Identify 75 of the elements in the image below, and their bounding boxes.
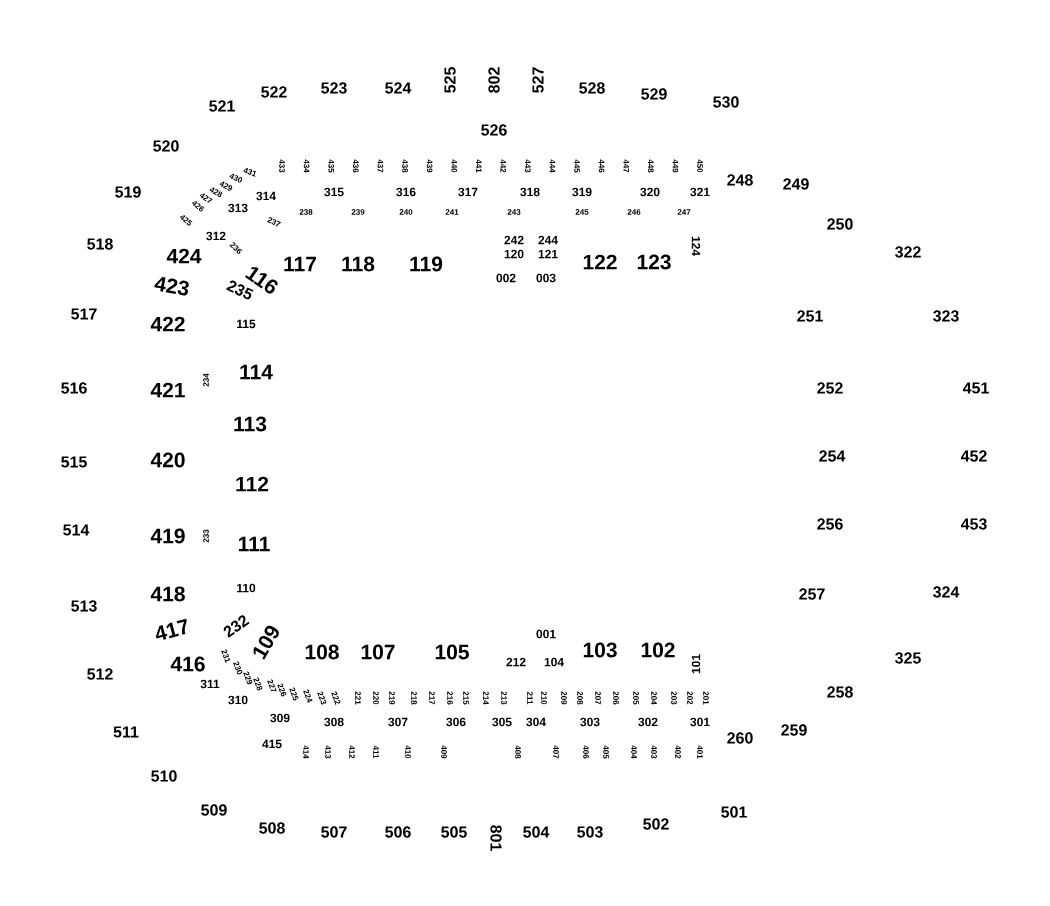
section-number: 323 — [933, 310, 959, 322]
section-number: 530 — [713, 96, 739, 108]
section-number: 515 — [61, 456, 87, 468]
section-number: 250 — [827, 218, 853, 230]
section-number: 418 — [150, 586, 185, 602]
section-number: 520 — [153, 140, 179, 152]
section-number: 254 — [819, 450, 846, 462]
section-number: 512 — [87, 668, 113, 680]
section-number: 257 — [799, 588, 825, 600]
section-number: 419 — [150, 528, 185, 544]
section-number: 259 — [781, 724, 807, 736]
section-number: 105 — [435, 644, 469, 660]
section-number: 453 — [960, 518, 987, 530]
section-number: 505 — [441, 826, 467, 838]
section-number: 506 — [385, 826, 411, 838]
section-number: 118 — [342, 256, 375, 272]
section-number: 420 — [150, 452, 185, 468]
section-number: 529 — [641, 88, 667, 100]
section-number: 102 — [641, 642, 675, 658]
section-number: 256 — [817, 518, 843, 530]
section-number: 107 — [361, 644, 395, 660]
section-number: 451 — [962, 382, 989, 394]
section-number: 249 — [783, 178, 809, 190]
section-number: 516 — [61, 382, 87, 394]
section-number: 113 — [234, 416, 267, 432]
section-number: 519 — [115, 186, 141, 198]
section-number: 523 — [321, 82, 347, 94]
section-number: 528 — [579, 82, 605, 94]
section-number: 123 — [637, 254, 671, 270]
section-number: 526 — [481, 124, 507, 136]
section-number: 524 — [385, 82, 412, 94]
section-number: 502 — [643, 818, 669, 830]
section-number: 103 — [583, 642, 617, 658]
section-number: 114 — [240, 364, 273, 380]
section-number: 509 — [201, 804, 227, 816]
section-number: 511 — [113, 726, 139, 738]
section-number: 522 — [261, 86, 287, 98]
section-number: 513 — [71, 600, 97, 612]
section-number: 324 — [933, 586, 960, 598]
section-number: 421 — [150, 382, 185, 398]
section-number: 501 — [721, 806, 747, 818]
section-number: 251 — [797, 310, 823, 322]
section-number: 518 — [87, 238, 113, 250]
section-number: 503 — [577, 826, 603, 838]
section-number: 112 — [236, 476, 269, 492]
section-number: 232 — [223, 615, 250, 638]
section-number: 514 — [63, 524, 90, 536]
section-number: 108 — [305, 644, 339, 660]
section-number: 117 — [284, 256, 316, 272]
section-number: 119 — [410, 256, 443, 272]
section-number: 527 — [532, 67, 544, 93]
section-number: 248 — [727, 174, 753, 186]
section-number: 802 — [488, 67, 500, 93]
section-number: 525 — [444, 67, 456, 93]
section-number: 508 — [259, 822, 285, 834]
section-number: 452 — [960, 450, 987, 462]
section-number: 423 — [154, 276, 189, 296]
section-number: 424 — [166, 248, 202, 264]
section-number: 521 — [209, 100, 235, 112]
section-number: 322 — [895, 246, 921, 258]
section-number: 109 — [253, 625, 279, 660]
section-number: 122 — [583, 254, 617, 270]
section-number: 417 — [155, 618, 187, 640]
section-number: 325 — [895, 652, 921, 664]
section-number: 507 — [321, 826, 347, 838]
section-number: 260 — [727, 732, 753, 744]
section-number: 517 — [71, 308, 97, 320]
section-number: 111 — [238, 536, 270, 552]
section-number: 422 — [150, 316, 185, 332]
section-number: 801 — [490, 825, 502, 851]
section-number: 416 — [170, 656, 205, 672]
section-number: 258 — [827, 686, 853, 698]
section-number: 252 — [817, 382, 843, 394]
section-number: 510 — [151, 770, 177, 782]
section-number: 504 — [523, 826, 550, 838]
